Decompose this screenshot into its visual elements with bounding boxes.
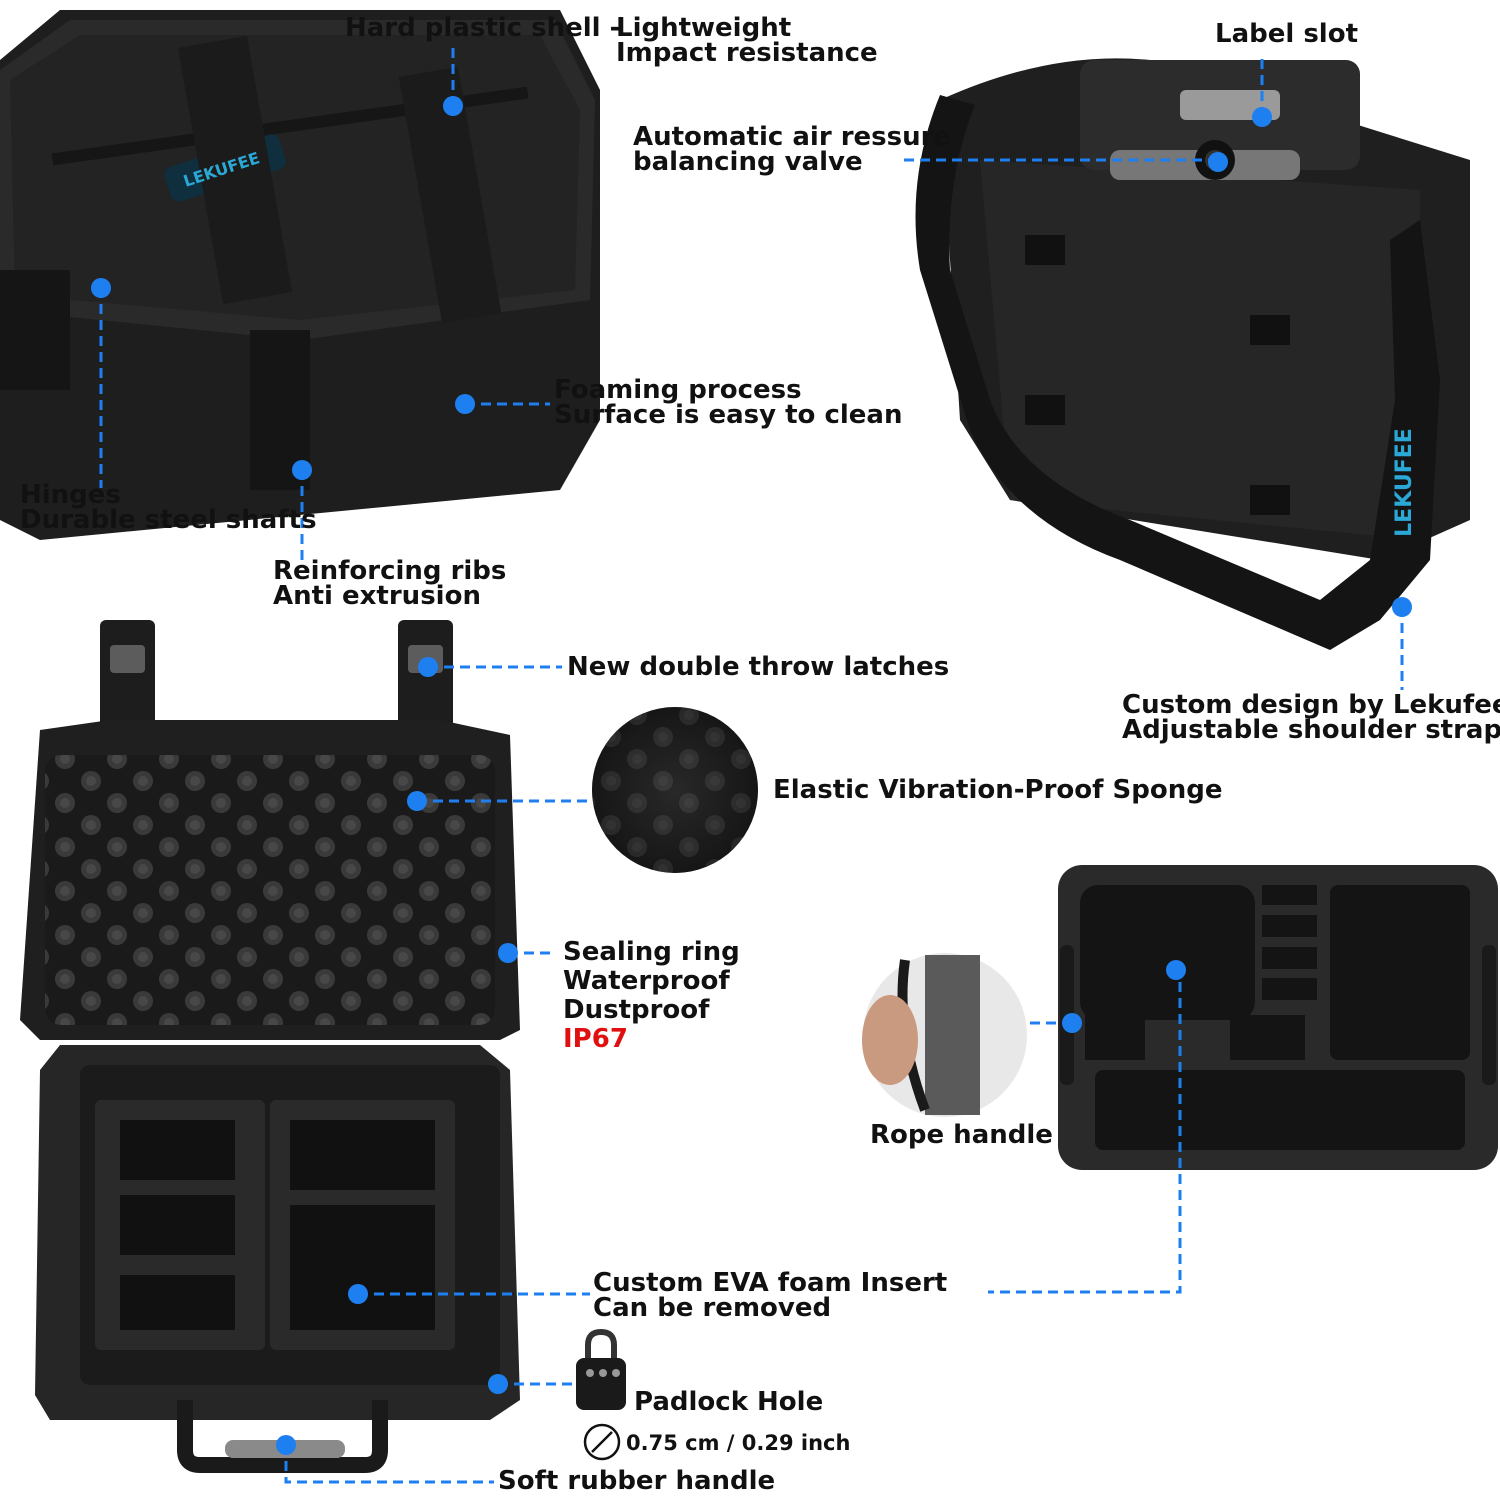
callout-dot-shell [443,96,463,116]
open-case [20,620,520,1473]
callout-dot-padlock [488,1374,508,1394]
diameter-icon [583,1423,621,1461]
callout-hinges: Hinges Durable steel shafts [20,480,317,535]
callout-dot-foaming [455,394,475,414]
closed-case-front [0,10,600,540]
strap-brand-text: LEKUFEE [1391,428,1417,537]
callout-latches: New double throw latches [567,652,950,682]
callout-sealing: Sealing ring Waterproof Dustproof IP67 [563,937,740,1054]
callout-dot-valve [1208,152,1228,172]
eva-insert [1058,865,1498,1170]
ip67-rating: IP67 [563,1024,628,1054]
callout-strap: Custom design by Lekufee Adjustable shou… [1122,690,1500,745]
callout-hard-shell: Lightweight Impact resistance [616,13,878,68]
callout-dot-sponge [407,791,427,811]
callout-dot-latches [418,657,438,677]
callout-dot-eva [348,1284,368,1304]
callout-dot-eva-insert [1166,960,1186,980]
callout-dot-rope [1062,1013,1082,1033]
case-with-strap [915,58,1470,650]
sponge-closeup [592,707,758,873]
callout-shell-prefix: Hard plastic shell - [345,13,621,43]
callout-rope: Rope handle [870,1120,1053,1150]
callout-dot-sealing [498,943,518,963]
callout-ribs: Reinforcing ribs Anti extrusion [273,556,507,611]
callout-dot-rubber [276,1435,296,1455]
callout-dot-ribs [292,460,312,480]
rope-handle-closeup [862,953,1027,1117]
padlock-size: 0.75 cm / 0.29 inch [626,1431,851,1455]
callout-air-valve: Automatic air ressure balancing valve [633,122,952,177]
callout-dot-strap [1392,597,1412,617]
callout-foaming: Foaming process Surface is easy to clean [554,375,903,430]
padlock-icon [576,1328,626,1410]
callout-dot-hinges [91,278,111,298]
callout-label-slot: Label slot [1215,19,1358,49]
callout-dot-label-slot [1252,107,1272,127]
callout-rubber: Soft rubber handle [498,1466,776,1496]
callout-sponge: Elastic Vibration-Proof Sponge [773,775,1223,805]
callout-padlock: Padlock Hole [634,1387,824,1417]
callout-eva: Custom EVA foam Insert Can be removed [593,1268,948,1323]
